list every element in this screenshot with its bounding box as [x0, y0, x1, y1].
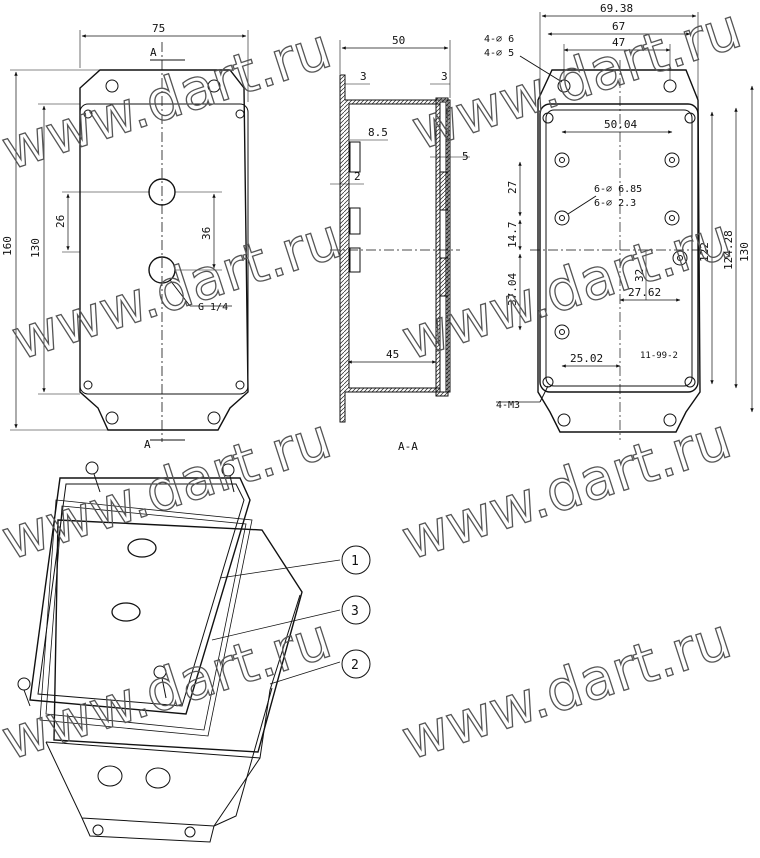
callout-2: 2 [351, 658, 359, 673]
screws-label: 4-M3 [496, 400, 520, 411]
watermark: www.dart.ru [0, 606, 339, 773]
dim-36: 36 [200, 227, 213, 240]
exploded-view-labels: 1 3 2 [351, 554, 359, 673]
bosses-6-85: 6-∅ 6.85 [594, 184, 642, 195]
section-view-labels: 50 3 3 8.5 2 5 45 A-A [354, 34, 469, 453]
dim-height-130: 130 [29, 238, 42, 258]
dim-37-04: 37.04 [506, 273, 519, 306]
dim-rib: 8.5 [368, 126, 388, 139]
bosses-2-3: 6-∅ 2.3 [594, 198, 636, 209]
callout-1: 1 [351, 554, 359, 569]
callout-3: 3 [351, 604, 359, 619]
thread-label: G 1/4 [198, 302, 228, 313]
dim-47: 47 [612, 36, 625, 49]
dim-height-160: 160 [1, 236, 14, 256]
dim-32: 32 [633, 269, 646, 282]
watermark: www.dart.ru [4, 206, 349, 373]
dim-27-62: 27.62 [628, 286, 661, 299]
dim-25-02: 25.02 [570, 352, 603, 365]
dim-wall-left: 3 [360, 70, 367, 83]
watermark: www.dart.ru [404, 0, 749, 163]
dim-69-38: 69.38 [600, 2, 633, 15]
exploded-view [17, 461, 371, 843]
section-mark-top: A [150, 46, 157, 59]
rear-view-labels: 69.38 67 47 4-∅ 6 4-∅ 5 50.04 27 6-∅ 6.8… [484, 2, 751, 411]
dim-124-28: 124.28 [722, 230, 735, 270]
dim-27: 27 [506, 181, 519, 194]
dim-14-7: 14.7 [506, 222, 519, 249]
front-view-labels: 75 A A 160 130 26 36 G 1/4 [1, 22, 228, 451]
dim-50-04: 50.04 [604, 118, 637, 131]
drawing-code: 11-99-2 [640, 351, 678, 361]
dim-26: 26 [54, 215, 67, 228]
dim-gap: 2 [354, 170, 361, 183]
watermark: www.dart.ru [394, 406, 739, 573]
dim-122: 122 [698, 242, 711, 262]
section-view [330, 40, 470, 423]
mount-holes-5: 4-∅ 5 [484, 48, 514, 59]
dim-130-rear: 130 [738, 242, 751, 262]
dim-5: 5 [462, 150, 469, 163]
rear-view [496, 12, 754, 440]
watermark: www.dart.ru [394, 606, 739, 773]
dim-45: 45 [386, 348, 399, 361]
front-view [10, 30, 249, 442]
section-title: A-A [398, 440, 418, 453]
watermark: www.dart.ru [0, 406, 339, 573]
mount-holes-6: 4-∅ 6 [484, 34, 514, 45]
dim-67: 67 [612, 20, 625, 33]
dim-width-75: 75 [152, 22, 165, 35]
dim-depth-50: 50 [392, 34, 405, 47]
watermark: www.dart.ru [0, 16, 339, 183]
dim-wall-right: 3 [441, 70, 448, 83]
section-mark-bottom: A [144, 438, 151, 451]
